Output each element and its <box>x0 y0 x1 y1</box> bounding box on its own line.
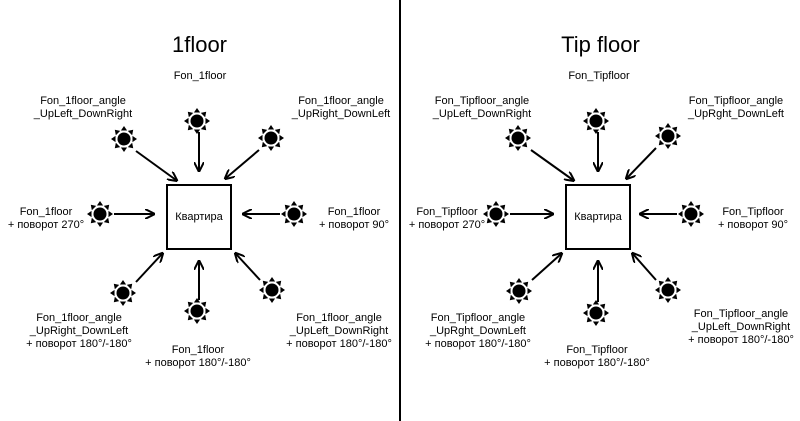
sun-icon <box>678 201 704 227</box>
label-top-right: Fon_Tipfloor_angle _UpRght_DownLeft <box>677 95 795 121</box>
diagram-graphics <box>87 108 307 324</box>
label-line: + поворот 180°/-180° <box>145 357 251 369</box>
label-line: Fon_Tipfloor_angle <box>693 308 789 320</box>
label-left: Fon_1floor + поворот 270° <box>2 206 90 232</box>
arrow-icon <box>627 147 657 178</box>
sun-icon <box>87 201 113 227</box>
label-top-left: Fon_Tipfloor_angle _UpLeft_DownRight <box>423 95 541 121</box>
panel-title: Tip floor <box>561 32 640 57</box>
arrow-icon <box>530 149 573 180</box>
label-top: Fon_Tipfloor <box>549 70 649 83</box>
label-line: Fon_1floor <box>171 344 225 356</box>
diagram-graphics <box>483 108 704 326</box>
sun-icon <box>655 123 681 149</box>
label-line: Fon_1floor_angle <box>298 95 384 107</box>
sun-icon <box>583 108 609 134</box>
label-line: Fon_Tipfloor_angle <box>688 95 784 107</box>
sun-icon <box>111 126 137 152</box>
label-line: _UpLeft_DownRight <box>691 321 791 333</box>
label-line: _UpRight_DownLeft <box>29 325 129 337</box>
label-bottom: Fon_Tipfloor + поворот 180°/-180° <box>535 344 659 370</box>
label-line: _UpLeft_DownRight <box>289 325 389 337</box>
label-line: + поворот 180°/-180° <box>286 338 392 350</box>
panel-title: 1floor <box>171 32 228 57</box>
arrow-icon <box>531 254 561 281</box>
label-line: _UpLeft_DownRight <box>432 108 532 120</box>
arrow-icon <box>236 254 261 281</box>
label-line: + поворот 270° <box>408 219 486 231</box>
sun-icon <box>184 298 210 324</box>
label-line: Fon_1floor_angle <box>296 312 382 324</box>
sun-icon <box>110 280 136 306</box>
room-box: Квартира <box>166 184 232 250</box>
label-line: + поворот 90° <box>318 219 390 231</box>
label-bottom: Fon_1floor + поворот 180°/-180° <box>136 344 260 370</box>
label-line: Fon_1floor <box>173 70 227 82</box>
label-bottom-left: Fon_Tipfloor_angle _UpRght_DownLeft + по… <box>419 312 537 351</box>
label-line: + поворот 180°/-180° <box>425 338 531 350</box>
panel-divider <box>399 0 401 421</box>
label-line: Fon_Tipfloor <box>416 206 478 218</box>
label-line: + поворот 180°/-180° <box>544 357 650 369</box>
label-line: _UpRght_DownLeft <box>687 108 784 120</box>
label-line: Fon_Tipfloor <box>722 206 784 218</box>
label-line: Fon_Tipfloor_angle <box>430 312 526 324</box>
label-bottom-right: Fon_Tipfloor_angle _UpLeft_DownRight + п… <box>683 308 799 347</box>
label-top-right: Fon_1floor_angle _UpRight_DownLeft <box>282 95 400 121</box>
label-line: Fon_Tipfloor <box>566 344 628 356</box>
sun-icon <box>505 125 531 151</box>
arrow-icon <box>226 149 260 178</box>
sun-icon <box>184 108 210 134</box>
label-left: Fon_Tipfloor + поворот 270° <box>403 206 491 232</box>
label-line: _UpRight_DownLeft <box>291 108 391 120</box>
label-right: Fon_1floor + поворот 90° <box>310 206 398 232</box>
arrow-icon <box>135 254 162 283</box>
label-line: Fon_1floor_angle <box>36 312 122 324</box>
label-line: + поворот 180°/-180° <box>688 334 794 346</box>
label-line: _UpRght_DownLeft <box>429 325 526 337</box>
label-bottom-left: Fon_1floor_angle _UpRight_DownLeft + пов… <box>20 312 138 351</box>
sun-icon <box>281 201 307 227</box>
arrow-icon <box>135 150 176 180</box>
label-line: + поворот 180°/-180° <box>26 338 132 350</box>
sun-icon <box>506 278 532 304</box>
label-right: Fon_Tipfloor + поворот 90° <box>709 206 797 232</box>
label-line: Fon_1floor <box>327 206 381 218</box>
panel-tip-floor: Tip floor Квартира Fon_Tipfloor Fon_Tipf… <box>401 0 800 421</box>
arrow-icon <box>633 254 657 281</box>
label-top-left: Fon_1floor_angle _UpLeft_DownRight <box>24 95 142 121</box>
label-line: Fon_Tipfloor <box>568 70 630 82</box>
sun-icon <box>583 300 609 326</box>
sun-icon <box>258 125 284 151</box>
label-line: + поворот 270° <box>7 219 85 231</box>
sun-icon <box>655 277 681 303</box>
sun-icon <box>259 277 285 303</box>
label-line: Fon_1floor <box>19 206 73 218</box>
label-line: _UpLeft_DownRight <box>33 108 133 120</box>
label-top: Fon_1floor <box>150 70 250 83</box>
panel-1floor: 1floor Квартира Fon_1floor Fon_1floor_an… <box>0 0 399 421</box>
label-line: + поворот 90° <box>717 219 789 231</box>
label-line: Fon_1floor_angle <box>40 95 126 107</box>
room-box: Квартира <box>565 184 631 250</box>
sun-icon <box>483 201 509 227</box>
label-line: Fon_Tipfloor_angle <box>434 95 530 107</box>
label-bottom-right: Fon_1floor_angle _UpLeft_DownRight + пов… <box>280 312 398 351</box>
